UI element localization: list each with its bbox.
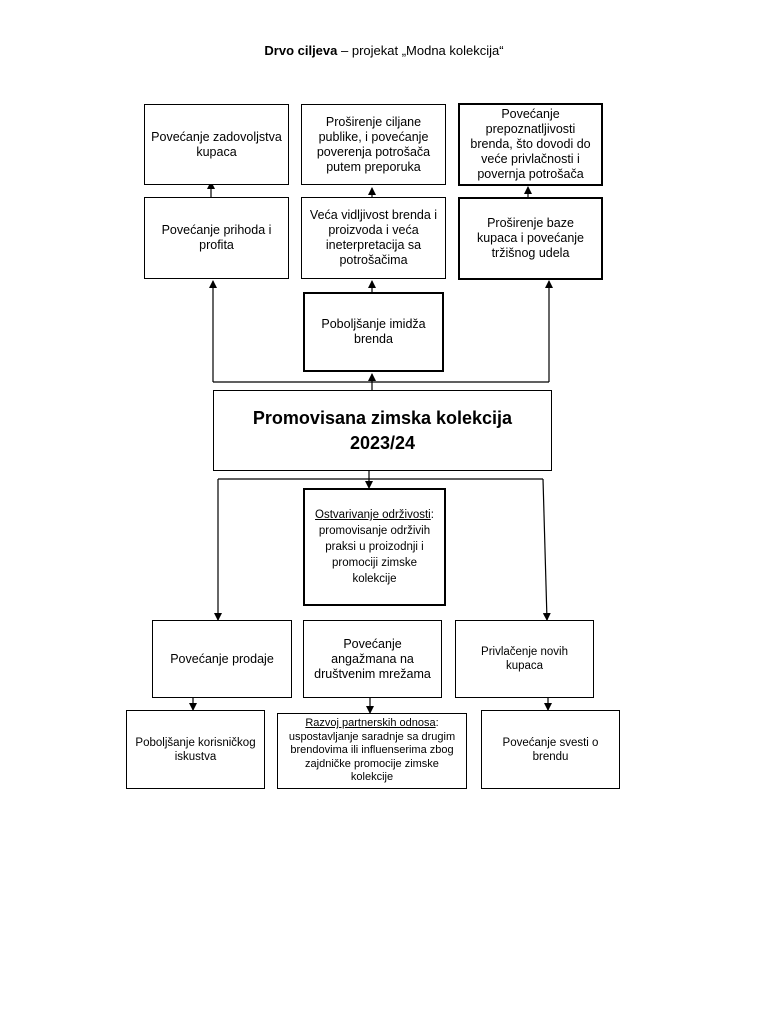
central-goal-line2: 2023/24 (349, 432, 416, 453)
partnerships-text: uspostavljanje saradnje sa drugim brendo… (288, 730, 456, 784)
goal-audience-expansion-label: Proširenje ciljane publike, i povećanje … (316, 114, 431, 174)
sustainability-text: promovisanje održivih praksi u proizodnj… (318, 525, 431, 585)
sustainability-heading-wrap: Ostvarivanje održivosti: (315, 507, 434, 523)
partnerships-heading: Razvoj partnerskih odnosa (305, 717, 436, 730)
goal-new-customers-label: Privlačenje novih kupaca (481, 646, 568, 672)
goal-brand-recognition: Povećanje prepoznatljivosti brenda, što … (458, 103, 603, 186)
goal-user-experience-label: Poboljšanje korisničkog iskustva (135, 736, 256, 763)
goal-social-engagement-label: Povećanje angažmana na društvenim mrežam… (314, 636, 431, 681)
goal-brand-image-label: Poboljšanje imidža brenda (321, 317, 426, 346)
goal-sales-increase-label: Povećanje prodaje (170, 651, 274, 666)
sustainability-heading: Ostvarivanje održivosti (315, 509, 431, 521)
goal-revenue-profit: Povećanje prihoda i profita (144, 197, 289, 279)
central-goal-line1: Promovisana zimska kolekcija (252, 407, 513, 428)
goal-user-experience: Poboljšanje korisničkog iskustva (126, 710, 265, 789)
sustainability-colon: : (430, 509, 434, 521)
goal-brand-awareness-label: Povećanje svesti o brendu (502, 736, 599, 763)
title-rest: – projekat „Modna kolekcija“ (337, 43, 504, 58)
goal-social-engagement: Povećanje angažmana na društvenim mrežam… (303, 620, 442, 698)
central-goal: Promovisana zimska kolekcija 2023/24 (213, 390, 552, 471)
goal-customer-base: Proširenje baze kupaca i povećanje tržiš… (458, 197, 603, 280)
goal-sales-increase: Povećanje prodaje (152, 620, 292, 698)
goal-audience-expansion: Proširenje ciljane publike, i povećanje … (301, 104, 446, 185)
title-bold: Drvo ciljeva (264, 43, 338, 58)
goal-customer-satisfaction: Povećanje zadovoljstva kupaca (144, 104, 289, 185)
arrow-to-new-customers (542, 478, 551, 621)
diagram-title: Drvo ciljeva – projekat „Modna kolekcija… (0, 43, 768, 58)
goal-customer-base-label: Proširenje baze kupaca i povećanje tržiš… (476, 216, 585, 260)
goal-brand-image: Poboljšanje imidža brenda (303, 292, 444, 372)
goal-sustainability: Ostvarivanje održivosti: promovisanje od… (303, 488, 446, 606)
goal-partnerships: Razvoj partnerskih odnosa: uspostavljanj… (277, 713, 467, 789)
goal-new-customers: Privlačenje novih kupaca (455, 620, 594, 698)
goal-brand-awareness: Povećanje svesti o brendu (481, 710, 620, 789)
goal-revenue-profit-label: Povećanje prihoda i profita (161, 223, 272, 252)
goal-brand-visibility-label: Veća vidljivost brenda i proizvoda i već… (309, 208, 438, 267)
goal-brand-recognition-label: Povećanje prepoznatljivosti brenda, što … (470, 107, 591, 181)
goal-customer-satisfaction-label: Povećanje zadovoljstva kupaca (151, 129, 282, 159)
goal-brand-visibility: Veća vidljivost brenda i proizvoda i već… (301, 197, 446, 279)
partnerships-heading-wrap: Razvoj partnerskih odnosa: (305, 717, 438, 731)
partnerships-colon: : (435, 717, 439, 730)
